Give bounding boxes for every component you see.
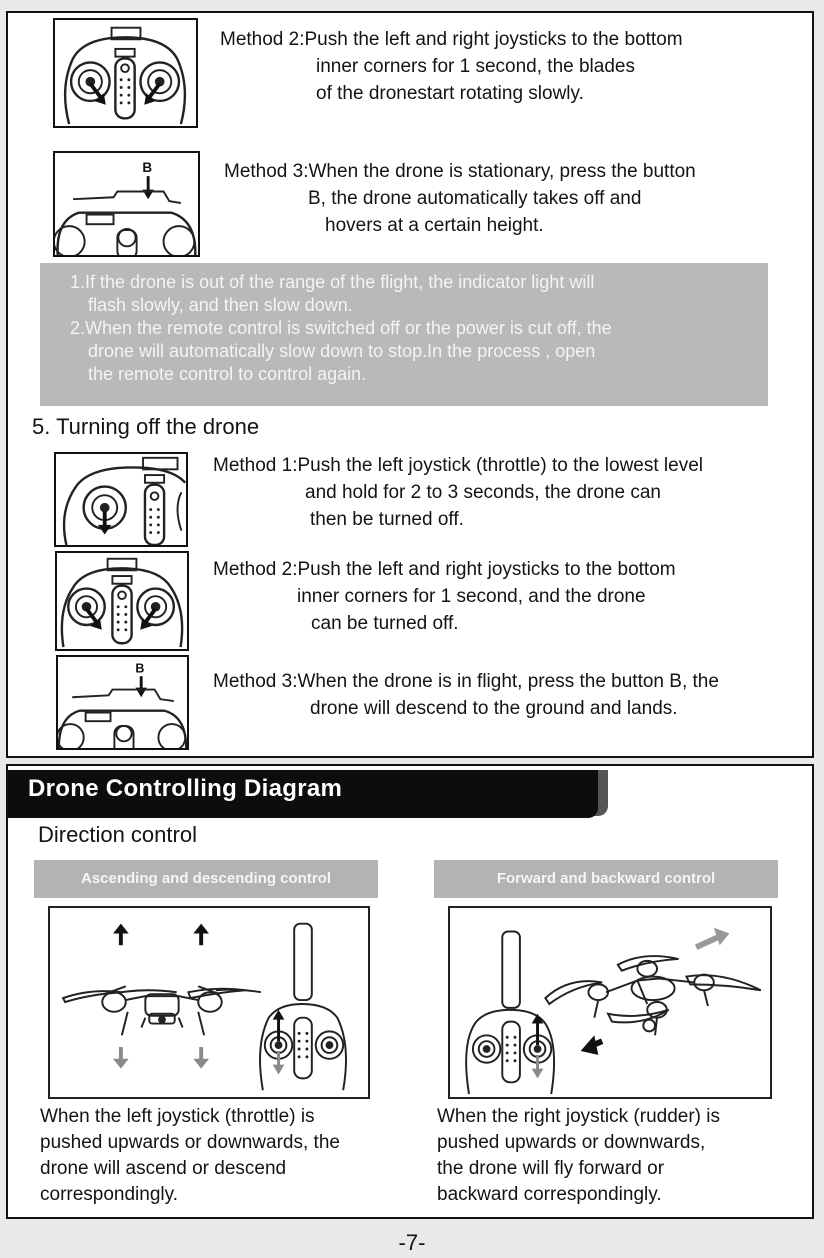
turning-off-heading: 5. Turning off the drone bbox=[32, 414, 260, 439]
up-arrow-icon bbox=[113, 923, 209, 946]
page-number: -7- bbox=[398, 1230, 426, 1255]
controller-illustration-start-method-3: B bbox=[53, 151, 200, 257]
forward-backward-label: Forward and backward control bbox=[434, 860, 778, 898]
section-banner bbox=[8, 770, 598, 818]
down-arrow-icon bbox=[113, 1047, 209, 1069]
ascend-descend-diagram bbox=[48, 906, 370, 1099]
off-method-2-text: Method 2:Push the left and right joystic… bbox=[213, 559, 676, 634]
notes-box: 1.If the drone is out of the range of th… bbox=[40, 263, 768, 406]
diagram-section-title: Drone Controlling Diagram bbox=[28, 775, 343, 802]
ascending-descending-label: Ascending and descending control bbox=[34, 860, 378, 898]
backward-arrow-icon bbox=[580, 1035, 599, 1055]
off-method-1-text: Method 1:Push the left joystick (throttl… bbox=[213, 455, 704, 530]
drone-illustration bbox=[544, 955, 762, 1036]
controller-illustration-off-method-2 bbox=[55, 551, 189, 651]
forward-backward-diagram bbox=[448, 906, 772, 1099]
drone-illustration bbox=[61, 985, 262, 1036]
controller-illustration-off-method-1 bbox=[54, 452, 188, 547]
start-method-2-text: Method 2:Push the left and right joystic… bbox=[220, 29, 683, 104]
off-method-3-text: Method 3:When the drone is in flight, pr… bbox=[213, 671, 719, 719]
button-b-label: B bbox=[135, 661, 144, 675]
right-caption: When the right joystick (rudder) is push… bbox=[437, 1106, 720, 1205]
direction-control-heading: Direction control bbox=[38, 822, 197, 847]
controller-illustration-start-method-2 bbox=[53, 18, 198, 128]
controller-illustration bbox=[259, 922, 347, 1091]
start-method-3-text: Method 3:When the drone is stationary, p… bbox=[224, 161, 696, 236]
forward-arrow-icon bbox=[713, 927, 730, 946]
controller-illustration-off-method-3: B bbox=[56, 655, 189, 750]
button-b-label: B bbox=[142, 160, 152, 175]
left-caption: When the left joystick (throttle) is pus… bbox=[40, 1106, 340, 1205]
